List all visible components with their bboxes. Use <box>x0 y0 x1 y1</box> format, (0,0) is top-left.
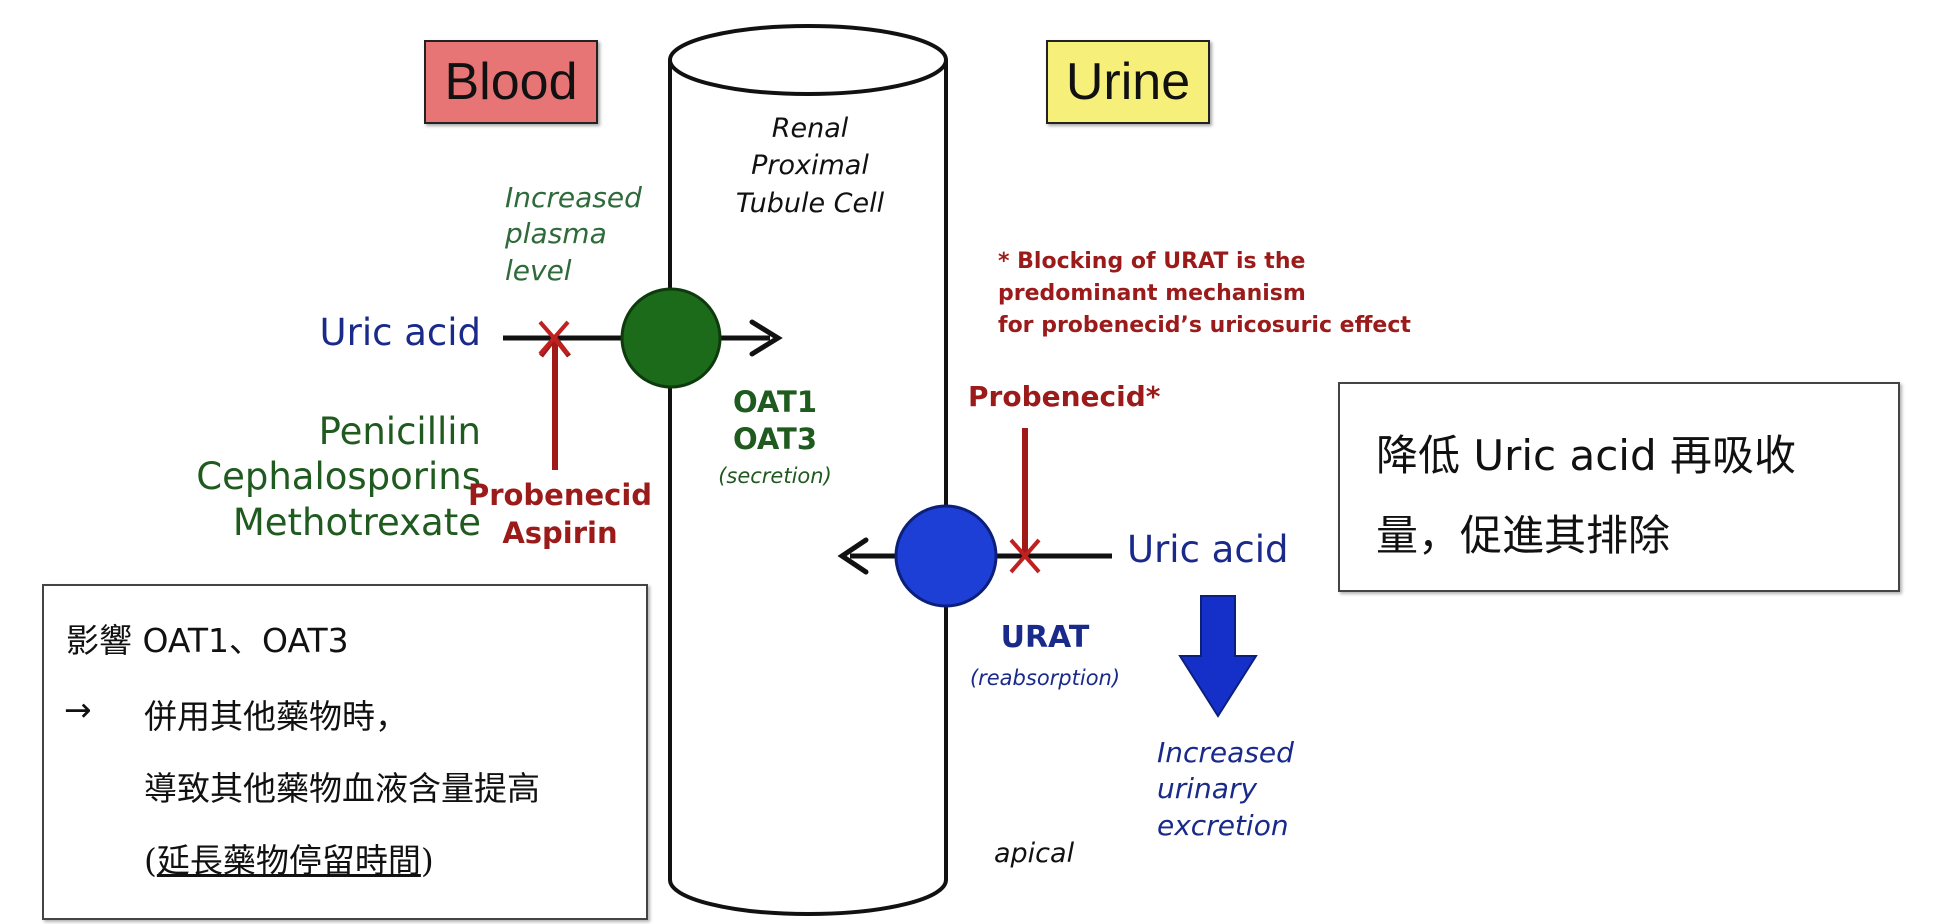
urat-transporter <box>894 504 998 608</box>
oat-effect-line-4: (延長藥物停留時間) <box>144 834 434 882</box>
reabsorption-text: (reabsorption) <box>969 666 1121 690</box>
urat-block-cross <box>1009 538 1041 574</box>
left-uric-acid-text: Uric acid <box>319 311 481 355</box>
urat-blocking-note: * Blocking of URAT is the predominant me… <box>998 249 1411 338</box>
excretion-down-arrow-icon <box>1178 595 1258 718</box>
increased-urinary-excretion-text: Increased urinary excretion <box>1157 736 1294 842</box>
paren-open: ( <box>144 841 157 880</box>
oat-effect-line-1: 影響 OAT1、OAT3 <box>66 621 349 660</box>
oat-transporter <box>620 287 722 389</box>
urat-effect-line-2: 量，促進其排除 <box>1376 511 1671 560</box>
oat-substrate-list: Uric acid Penicillin Cephalosporins Meth… <box>196 258 481 596</box>
right-arrow-icon: → <box>64 690 92 729</box>
urat-effect-note-box: 降低 Uric acid 再吸收 量，促進其排除 <box>1338 382 1900 592</box>
oat-inhibitor-names: Probenecid Aspirin <box>467 478 653 550</box>
urat-transporter-name: URAT <box>1000 620 1090 655</box>
oat-effect-line-3: 導致其他藥物血液含量提高 <box>144 769 540 808</box>
cylinder-top <box>668 24 948 96</box>
oat-block-cross <box>538 320 570 356</box>
oat-inhibitor-line <box>539 333 571 470</box>
left-drug-names: Penicillin Cephalosporins Methotrexate <box>196 409 481 544</box>
tubule-cell-title: Renal Proximal Tubule Cell <box>735 113 885 219</box>
urine-label: Urine <box>1046 40 1210 124</box>
oat-transporter-names: OAT1 OAT3 <box>732 385 818 457</box>
paren-close: ) <box>420 841 434 880</box>
apical-text: apical <box>994 838 1075 869</box>
urat-effect-line-1: 降低 Uric acid 再吸收 <box>1376 431 1796 480</box>
secretion-text: (secretion) <box>718 464 832 488</box>
tubule-cell-cylinder <box>668 24 948 916</box>
urat-inhibitor-name: Probenecid* <box>968 380 1161 413</box>
oat-effect-line-2: 併用其他藥物時， <box>144 697 408 736</box>
oat-effect-line-4-underlined: 延長藥物停留時間 <box>156 841 421 880</box>
cylinder-body <box>668 60 948 916</box>
blood-label: Blood <box>424 40 598 124</box>
increased-plasma-level-text: Increased plasma level <box>505 181 642 287</box>
oat-effect-note-box: 影響 OAT1、OAT3 → 併用其他藥物時， 導致其他藥物血液含量提高 (延長… <box>42 584 648 920</box>
right-uric-acid-text: Uric acid <box>1127 528 1289 571</box>
